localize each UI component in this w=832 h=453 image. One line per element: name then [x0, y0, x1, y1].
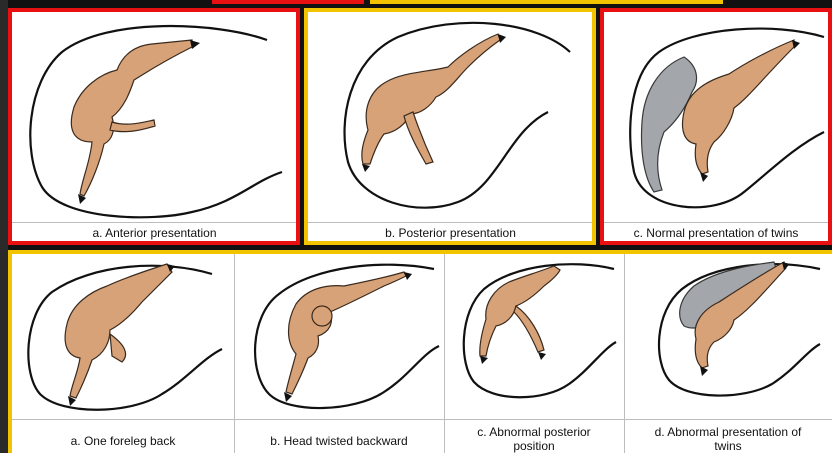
caption-rule: [12, 419, 832, 420]
posterior-calf-illustration: [308, 12, 593, 242]
top-yellow-highlight: [370, 0, 723, 4]
panel-anterior-presentation: a. Anterior presentation: [12, 12, 297, 242]
left-edge-strip: [0, 0, 8, 453]
caption-normal-twins: c. Normal presentation of twins: [604, 227, 828, 240]
top-red-highlight: [212, 0, 364, 4]
caption-rule: [308, 222, 593, 223]
head-twisted-backward-illustration: [234, 254, 444, 419]
anterior-calf-illustration: [12, 12, 297, 242]
panel-normal-twins: c. Normal presentation of twins: [604, 12, 828, 242]
caption-posterior-presentation: b. Posterior presentation: [308, 227, 593, 240]
panel-abnormal-row: a. One foreleg back b. Head twisted back…: [12, 254, 832, 453]
abnormal-posterior-illustration: [444, 254, 624, 419]
caption-head-twisted-backward: b. Head twisted backward: [234, 435, 444, 448]
caption-abnormal-twins-line2: twins: [624, 440, 832, 453]
abnormal-twins-illustration: [624, 254, 832, 419]
caption-abnormal-twins-line1: d. Abnormal presentation of: [624, 426, 832, 439]
panel-posterior-presentation: b. Posterior presentation: [308, 12, 593, 242]
one-foreleg-back-illustration: [12, 254, 234, 419]
caption-anterior-presentation: a. Anterior presentation: [12, 227, 297, 240]
caption-abnormal-posterior-line2: position: [444, 440, 624, 453]
caption-rule: [604, 222, 828, 223]
normal-twins-illustration: [604, 12, 828, 242]
caption-one-foreleg-back: a. One foreleg back: [12, 435, 234, 448]
caption-rule: [12, 222, 297, 223]
caption-abnormal-posterior-line1: c. Abnormal posterior: [444, 426, 624, 439]
